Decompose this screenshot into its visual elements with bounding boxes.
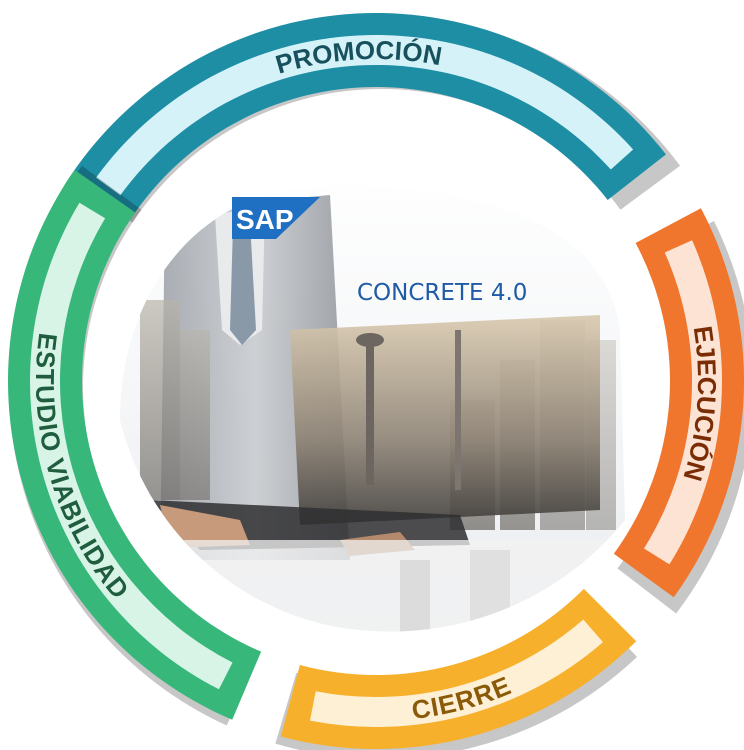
- segment-inner-band: [30, 202, 233, 690]
- segment-inner-band: [643, 240, 722, 565]
- segment-inner-band: [96, 34, 634, 196]
- phase-segment-2: EJECUCIÓN: [613, 208, 744, 614]
- sap-logo-text: SAP: [236, 204, 294, 235]
- segment-inner-band: [309, 619, 603, 727]
- center-title: CONCRETE 4.0: [357, 280, 528, 306]
- segment-band: [8, 169, 262, 720]
- phase-segment-1: PROMOCIÓN: [63, 12, 681, 226]
- phase-segment-3: CIERRE: [275, 588, 638, 750]
- central-photo: [120, 186, 625, 632]
- sap-logo: SAP: [232, 197, 320, 239]
